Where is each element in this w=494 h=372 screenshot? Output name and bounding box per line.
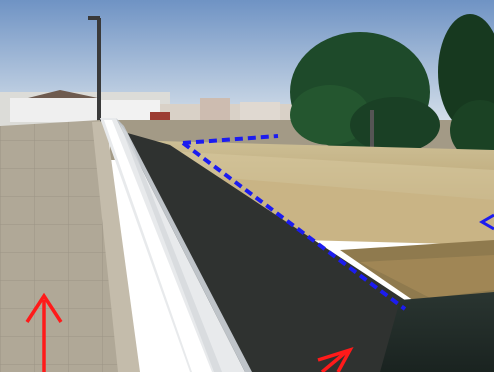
river-water xyxy=(380,292,494,372)
up-right-arrow-icon xyxy=(317,347,354,372)
white-railing xyxy=(100,118,252,372)
red-arrow-annotations xyxy=(25,292,354,372)
left-chevron-icon xyxy=(479,213,494,231)
blue-dashed-annotation xyxy=(181,134,494,311)
street-lamp xyxy=(88,16,101,122)
sidewalk xyxy=(0,120,130,372)
up-arrow-icon xyxy=(25,292,63,372)
trees xyxy=(290,14,494,180)
